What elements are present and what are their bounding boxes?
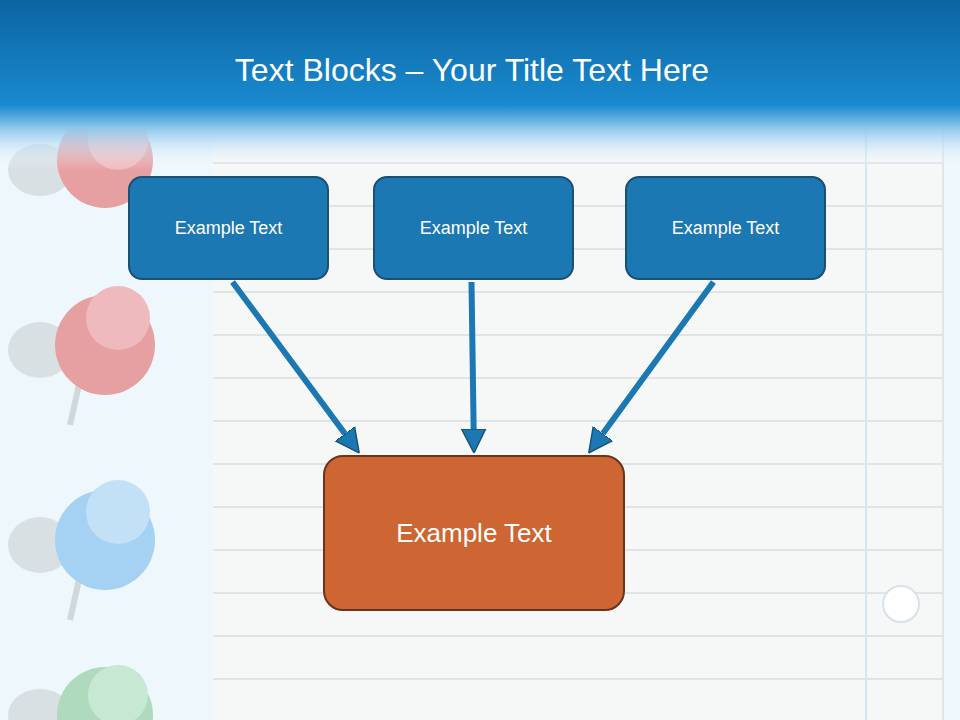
slide-title: Text Blocks – Your Title Text Here: [0, 52, 944, 89]
margin-line: [865, 130, 867, 720]
arrow-connector: [471, 282, 473, 429]
text-block-box: Example Text: [128, 176, 329, 280]
arrow-connector: [603, 282, 714, 434]
result-box: Example Text: [323, 455, 625, 611]
box-label: Example Text: [175, 218, 283, 239]
pushpin-head: [88, 665, 148, 720]
ruled-line: [213, 334, 943, 336]
ruled-line: [213, 377, 943, 379]
punch-hole: [883, 586, 919, 622]
pushpin-head: [86, 286, 150, 350]
text-block-box: Example Text: [625, 176, 826, 280]
header-bar: [0, 0, 960, 170]
box-label: Example Text: [396, 518, 552, 549]
text-block-box: Example Text: [373, 176, 574, 280]
ruled-line: [213, 291, 943, 293]
box-label: Example Text: [672, 218, 780, 239]
pushpin-head: [86, 480, 150, 544]
ruled-line: [213, 420, 943, 422]
paper-edge: [942, 130, 944, 720]
ruled-line: [213, 678, 943, 680]
arrow-connector: [233, 282, 345, 434]
box-label: Example Text: [420, 218, 528, 239]
ruled-line: [213, 635, 943, 637]
